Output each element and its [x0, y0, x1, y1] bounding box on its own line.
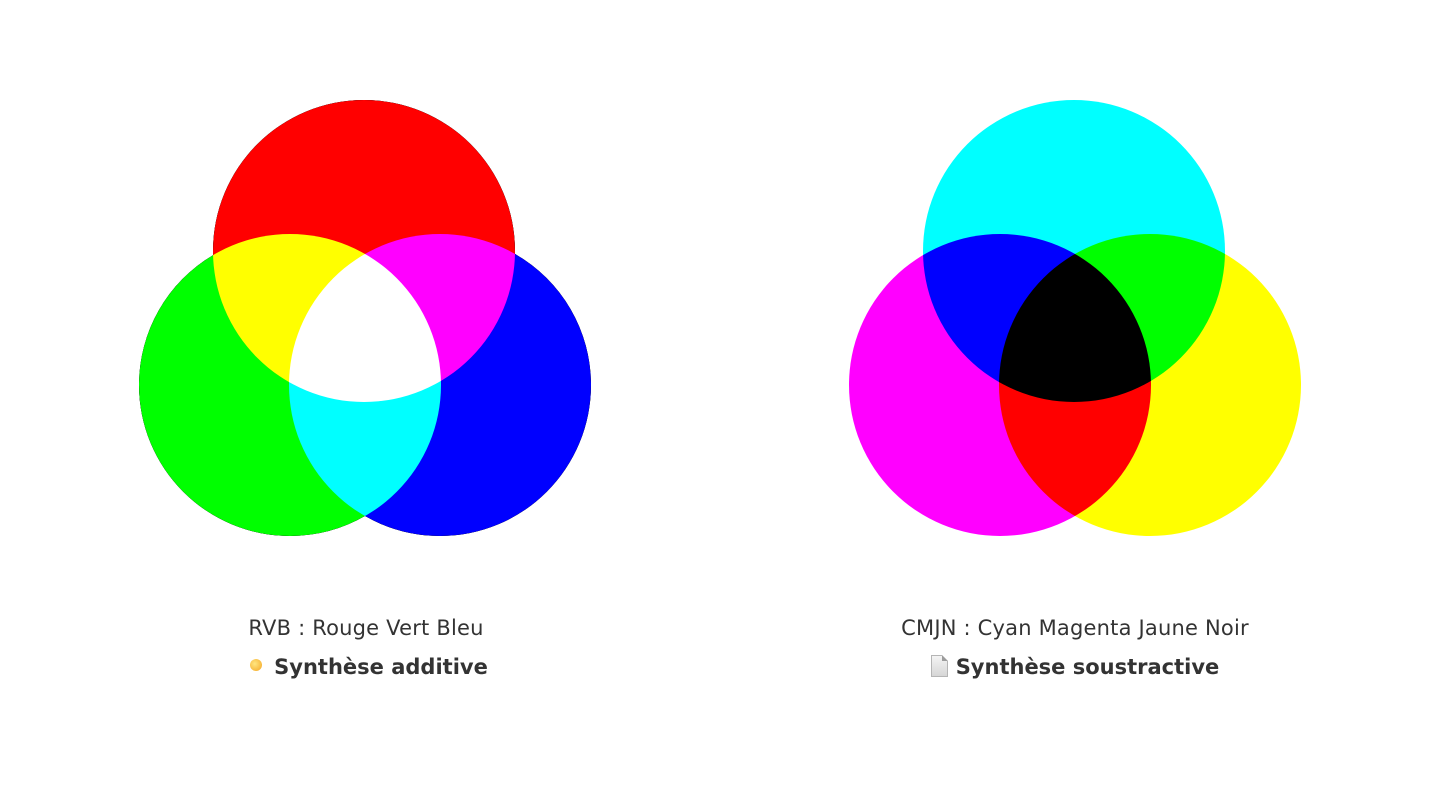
- blue-circle: [289, 234, 591, 536]
- cmyk-title-line: Synthèse soustractive: [775, 652, 1375, 682]
- rgb-title: Synthèse additive: [274, 655, 488, 679]
- sun-icon: [244, 653, 268, 677]
- cmyk-subtitle: CMJN : Cyan Magenta Jaune Noir: [901, 616, 1249, 640]
- yellow-circle: [999, 234, 1301, 536]
- rgb-subtitle: RVB : Rouge Vert Bleu: [248, 616, 484, 640]
- page-icon: [930, 655, 948, 677]
- cmyk-venn-diagram: [849, 100, 1301, 536]
- rgb-venn-diagram: [139, 100, 591, 536]
- rgb-caption: RVB : Rouge Vert Bleu Synthèse additive: [66, 614, 666, 682]
- cmyk-title: Synthèse soustractive: [955, 655, 1220, 679]
- rgb-title-line: Synthèse additive: [66, 652, 666, 682]
- cmyk-caption: CMJN : Cyan Magenta Jaune Noir Synthèse …: [775, 614, 1375, 682]
